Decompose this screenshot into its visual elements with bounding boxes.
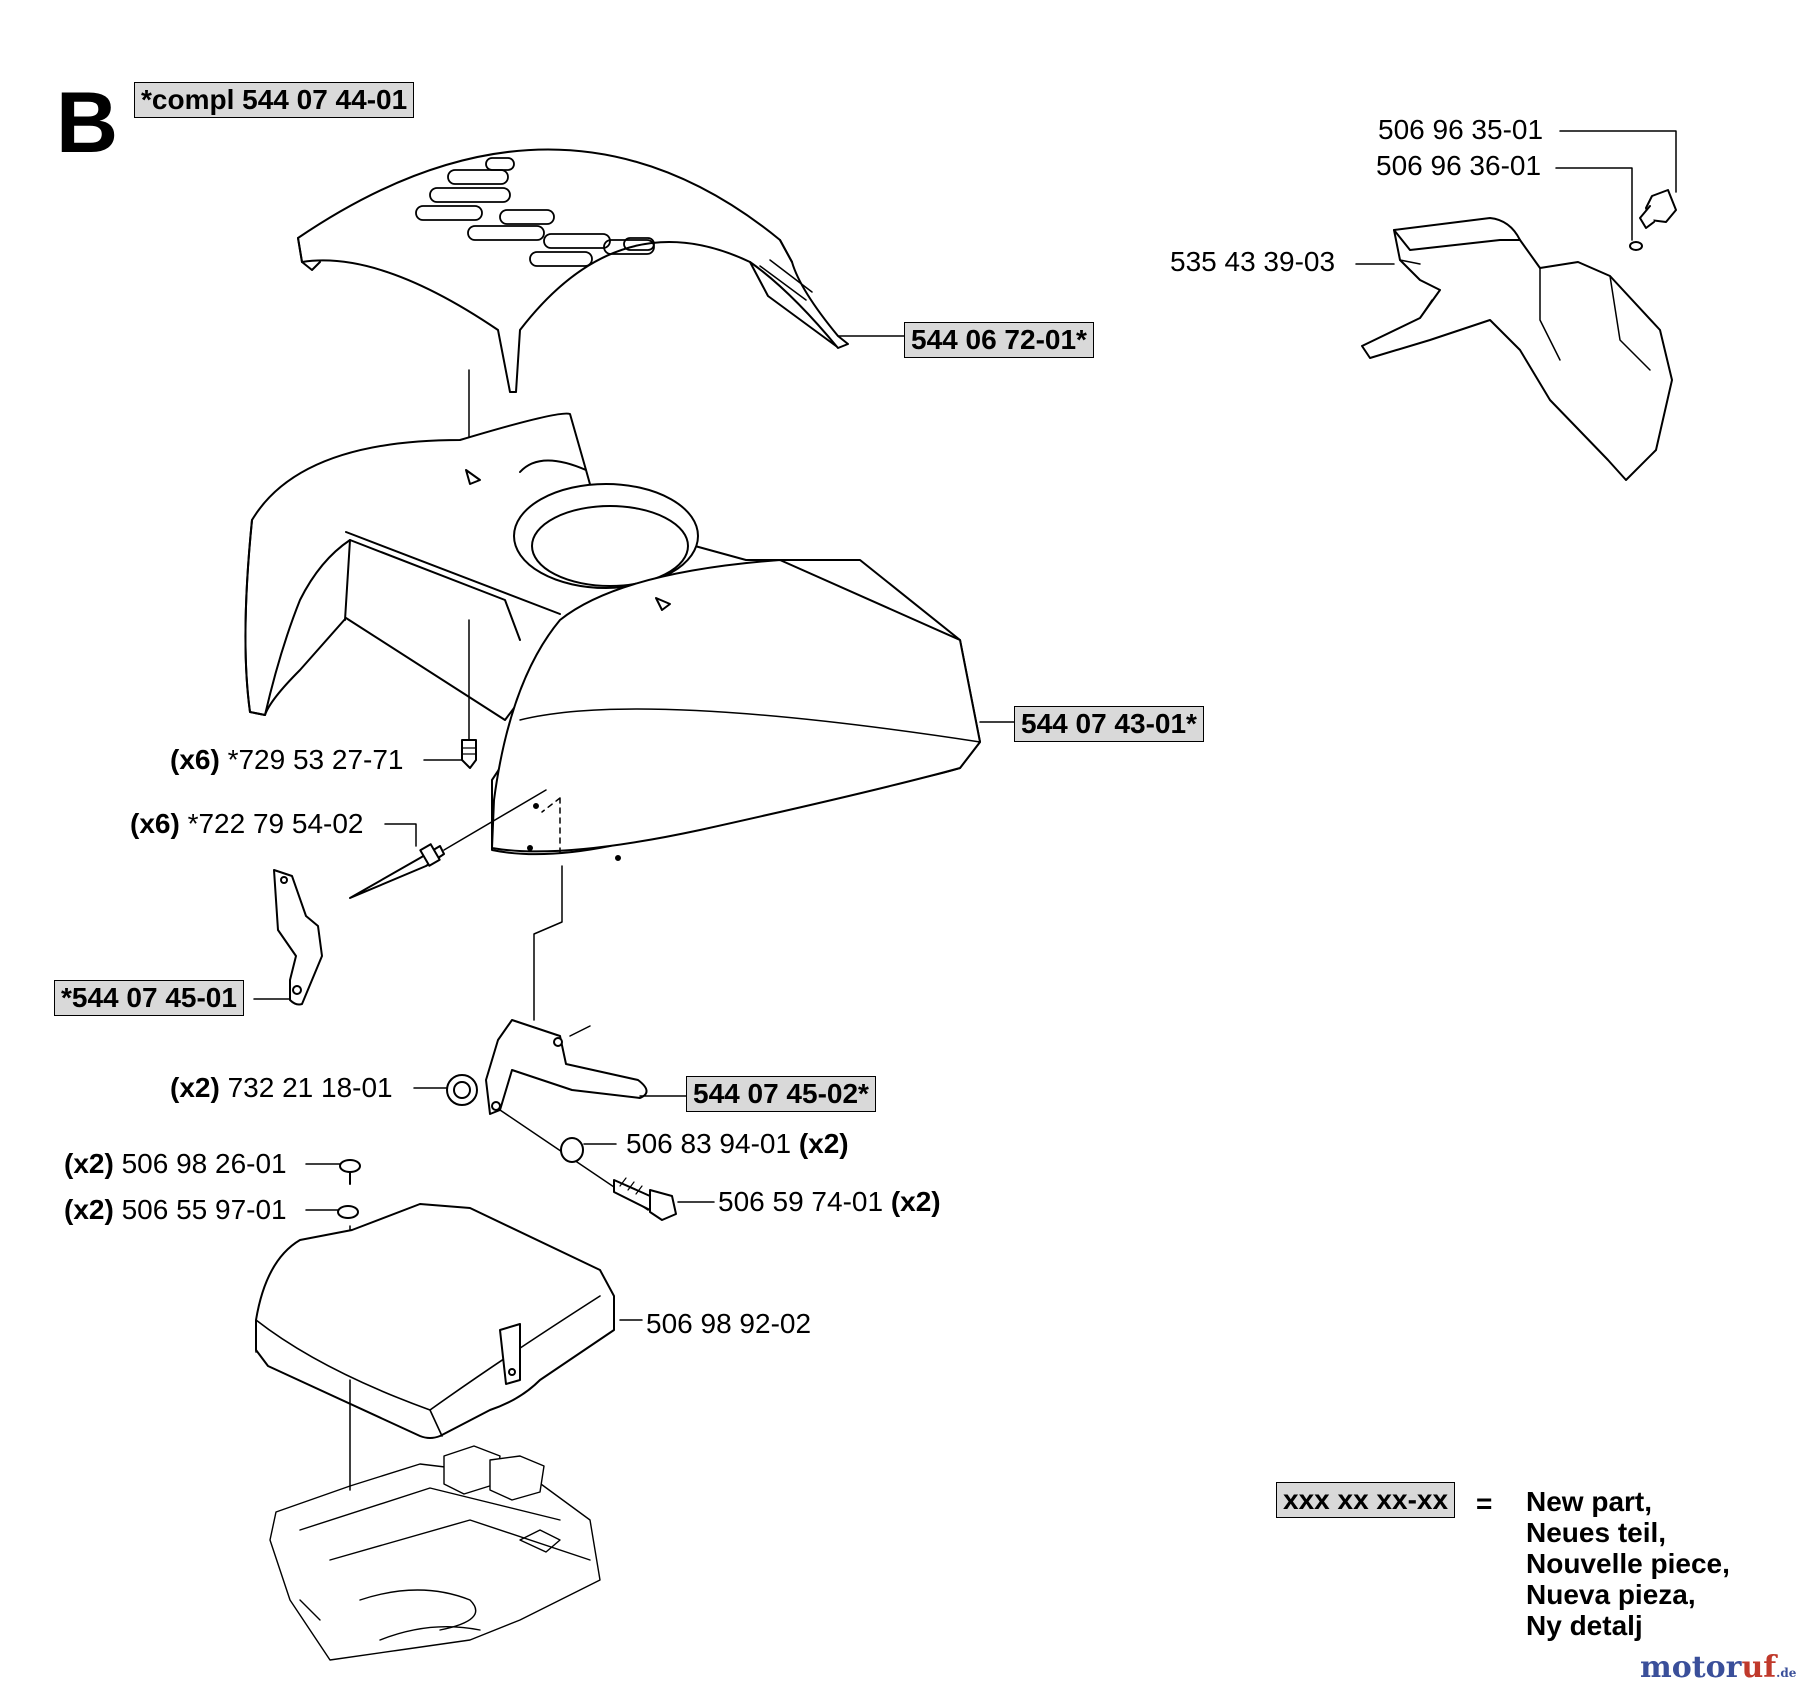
label-50683-qty: (x2) xyxy=(798,1128,849,1159)
label-50683-number: 506 83 94-01 xyxy=(626,1128,792,1159)
bolt-506-59-part xyxy=(613,1177,677,1221)
label-722-qty: (x6) xyxy=(130,808,180,839)
watermark-accent: uf xyxy=(1741,1650,1777,1685)
legend-equals: = xyxy=(1476,1488,1493,1519)
label-50655-number: 506 55 97-01 xyxy=(121,1194,287,1225)
label-50683: 506 83 94-01 (x2) xyxy=(626,1130,849,1158)
legend-line-sv: Ny detalj xyxy=(1526,1610,1643,1641)
label-50659-number: 506 59 74-01 xyxy=(718,1186,884,1217)
hood-part xyxy=(244,412,981,861)
watermark-main: motor xyxy=(1640,1650,1742,1685)
label-bracket-left: *544 07 45-01 xyxy=(54,980,244,1016)
label-535: 535 43 39-03 xyxy=(1170,246,1336,277)
legend-line-fr: Nouvelle piece, xyxy=(1526,1548,1730,1579)
section-letter: B xyxy=(56,75,119,171)
label-battery-cover: 506 98 92-02 xyxy=(646,1308,812,1339)
label-50698-26-number: 506 98 26-01 xyxy=(121,1148,287,1179)
watermark-suffix: .de xyxy=(1776,1666,1797,1680)
chassis-frame-part xyxy=(269,1445,601,1661)
legend-line-en: New part, xyxy=(1526,1486,1653,1517)
battery-cover-part xyxy=(255,1203,643,1439)
label-722-number: *722 79 54-02 xyxy=(187,808,364,839)
label-50659-qty: (x2) xyxy=(890,1186,941,1217)
screw-506-98-part xyxy=(339,1159,361,1185)
screw-729-part xyxy=(461,739,477,769)
label-bracket-right: 544 07 45-02* xyxy=(686,1076,876,1112)
left-bracket-part xyxy=(273,869,323,1006)
top-cover-part xyxy=(297,148,849,393)
washer-506-55-part xyxy=(337,1205,359,1219)
label-50698-26: (x2) 506 98 26-01 xyxy=(64,1150,287,1178)
washer-506-83-part xyxy=(560,1137,584,1163)
pin-722-part xyxy=(349,789,547,899)
switch-506-96-35-part xyxy=(1639,189,1677,229)
right-bracket-part xyxy=(485,1019,648,1115)
label-50655-qty: (x2) xyxy=(64,1194,114,1225)
legend-code: xxx xx xx-xx xyxy=(1276,1482,1456,1518)
label-729-qty: (x6) xyxy=(170,744,220,775)
nut-732-part xyxy=(446,1074,478,1106)
label-top-cover: 544 06 72-01* xyxy=(904,322,1094,358)
label-732-qty: (x2) xyxy=(170,1072,220,1103)
label-722: (x6) *722 79 54-02 xyxy=(130,810,364,838)
watermark-logo: motoruf.de xyxy=(1640,1650,1796,1685)
label-50696-35: 506 96 35-01 xyxy=(1378,114,1544,145)
label-compl: *compl 544 07 44-01 xyxy=(134,82,415,118)
label-50655: (x2) 506 55 97-01 xyxy=(64,1196,287,1224)
label-729: (x6) *729 53 27-71 xyxy=(170,746,404,774)
label-732: (x2) 732 21 18-01 xyxy=(170,1074,393,1102)
label-732-number: 732 21 18-01 xyxy=(227,1072,393,1103)
shroud-535-part xyxy=(1361,217,1673,481)
label-hood: 544 07 43-01* xyxy=(1014,706,1204,742)
legend-line-es: Nueva pieza, xyxy=(1526,1579,1696,1610)
label-729-number: *729 53 27-71 xyxy=(227,744,404,775)
nut-506-96-36-part xyxy=(1629,241,1643,251)
label-50698-26-qty: (x2) xyxy=(64,1148,114,1179)
legend-line-de: Neues teil, xyxy=(1526,1517,1667,1548)
label-50696-36: 506 96 36-01 xyxy=(1376,150,1542,181)
label-50659: 506 59 74-01 (x2) xyxy=(718,1188,941,1216)
legend-list: New part, Neues teil, Nouvelle piece, Nu… xyxy=(1526,1486,1730,1641)
